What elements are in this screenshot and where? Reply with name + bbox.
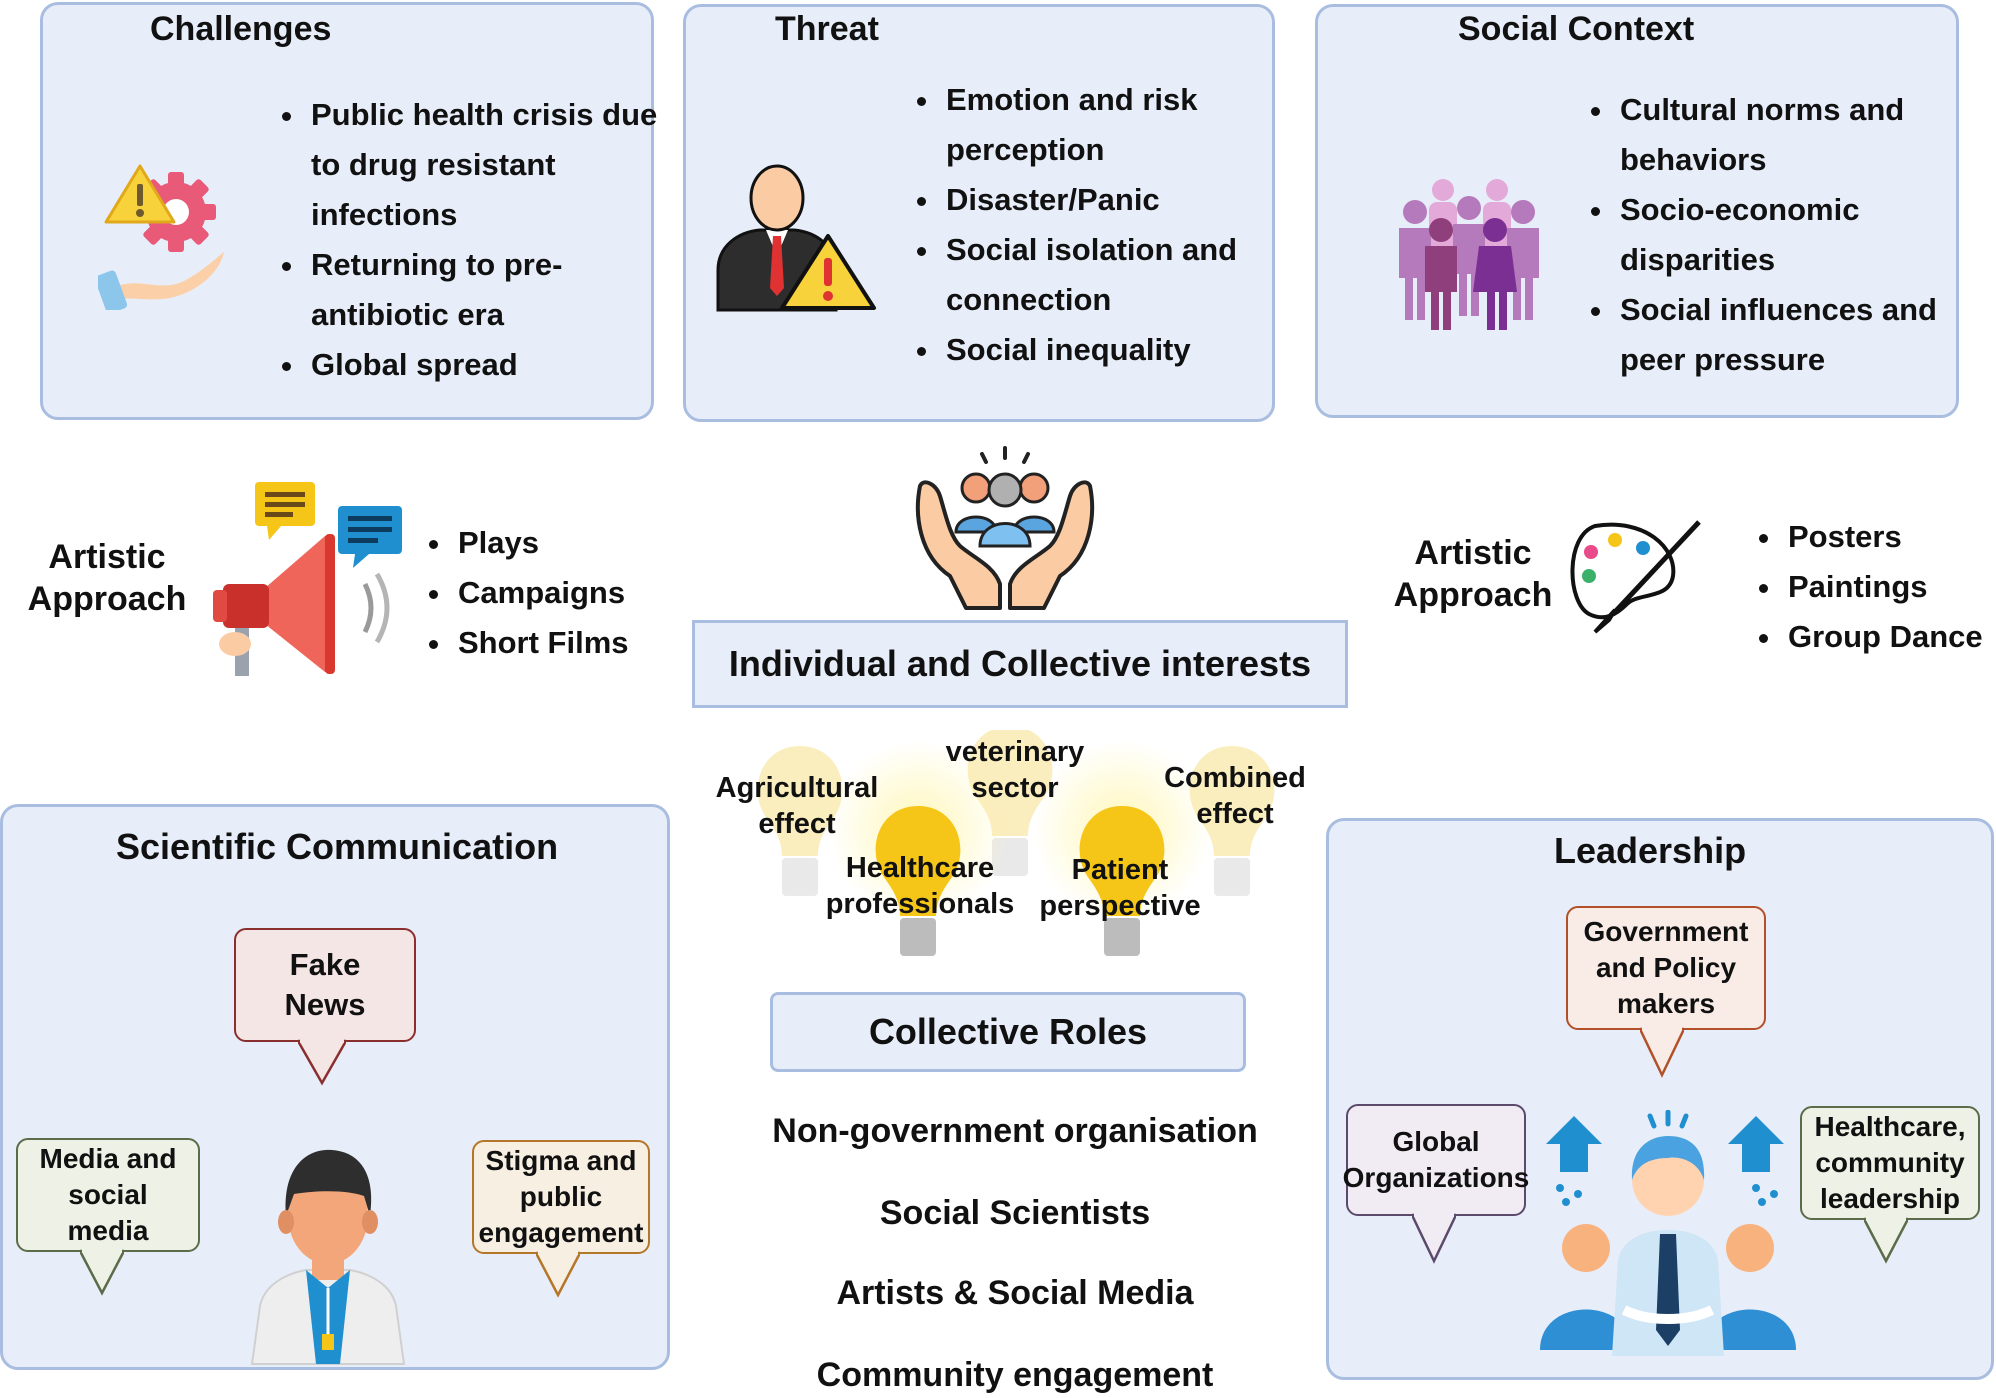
artistic-right-title: Artistic Approach (1393, 534, 1553, 614)
list-item: Returning to pre-antibiotic era (307, 240, 667, 340)
government-tail (1640, 1027, 1684, 1078)
scientific-title: Scientific Communication (116, 826, 559, 867)
artistic-right-list: Posters Paintings Group Dance (1748, 512, 1996, 662)
person-warning-icon (716, 164, 876, 312)
role-community: Community engagement (816, 1356, 1214, 1394)
interests-box: Individual and Collective interests (692, 620, 1348, 708)
challenges-list: Public health crisis due to drug resista… (271, 90, 667, 390)
list-item: Campaigns (454, 568, 704, 618)
list-item: Public health crisis due to drug resista… (307, 90, 667, 240)
bulb-patient-label: Patient perspective (1039, 854, 1201, 922)
media-tail (80, 1249, 124, 1296)
stigma-tail (536, 1251, 580, 1298)
bulb-agricultural-label: Agricultural effect (715, 772, 879, 840)
challenges-title: Challenges (150, 10, 332, 48)
role-ngo: Non-government organisation (772, 1112, 1258, 1150)
artistic-left-list: Plays Campaigns Short Films (418, 518, 704, 668)
crowd-icon (1399, 179, 1539, 330)
list-item: Emotion and risk perception (942, 75, 1302, 175)
social-context-list: Cultural norms and behaviors Socio-econo… (1580, 85, 1986, 385)
list-item: Social influences and peer pressure (1616, 285, 1986, 385)
doctor-icon (250, 1149, 406, 1365)
bulb-veterinary-label: veterinary sector (945, 736, 1085, 804)
list-item: Socio-economic disparities (1616, 185, 1986, 285)
fake-news-tail (298, 1039, 346, 1086)
threat-list: Emotion and risk perception Disaster/Pan… (906, 75, 1302, 375)
leadership-title: Leadership (1554, 830, 1747, 871)
leader-team-icon (1540, 1110, 1796, 1356)
role-artists: Artists & Social Media (836, 1274, 1194, 1312)
bulb-healthcare-label: Healthcare professionals (825, 852, 1015, 920)
threat-title: Threat (775, 10, 879, 48)
list-item: Social inequality (942, 325, 1302, 375)
palette-icon (1570, 520, 1701, 634)
role-social-scientists: Social Scientists (879, 1194, 1151, 1232)
collective-roles-box: Collective Roles (770, 992, 1246, 1072)
list-item: Short Films (454, 618, 704, 668)
artistic-left-title: Artistic Approach (27, 538, 187, 618)
healthcare-leadership-tail (1864, 1217, 1908, 1264)
list-item: Cultural norms and behaviors (1616, 85, 1986, 185)
bulb-combined-label: Combined effect (1164, 762, 1306, 830)
warning-gear-hand-icon (98, 164, 224, 310)
list-item: Group Dance (1784, 612, 1996, 662)
list-item: Disaster/Panic (942, 175, 1302, 225)
global-org-tail (1412, 1213, 1456, 1264)
list-item: Plays (454, 518, 704, 568)
lightbulbs-icon (757, 730, 1275, 956)
list-item: Global spread (307, 340, 667, 390)
social-context-title: Social Context (1458, 10, 1695, 48)
list-item: Social isolation and connection (942, 225, 1302, 325)
megaphone-icon (213, 482, 402, 676)
hands-people-icon (915, 446, 1095, 610)
list-item: Posters (1784, 512, 1996, 562)
list-item: Paintings (1784, 562, 1996, 612)
